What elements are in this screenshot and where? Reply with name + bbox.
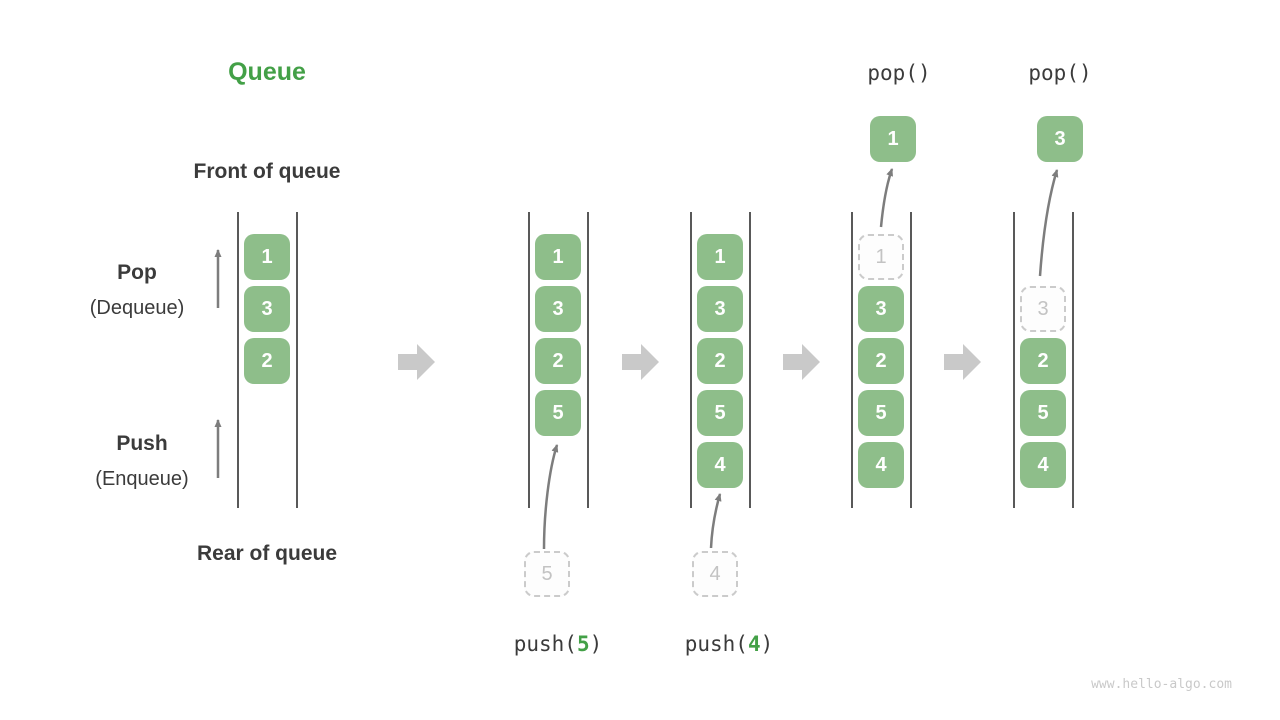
transition-arrow-2 [622,344,659,380]
pop-3-label: pop() [1028,61,1092,85]
queue-stage-4: 1 3 2 5 4 [851,212,912,508]
queue-item: 2 [1020,338,1066,384]
queue-item: 5 [697,390,743,436]
push-4-arg: 4 [747,632,761,656]
pop-1-label: pop() [867,61,931,85]
transition-arrow-4 [944,344,981,380]
push-label: Push [116,432,168,455]
popped-item-1: 1 [870,116,916,162]
pending-item-4: 4 [692,551,738,597]
queue-item: 5 [858,390,904,436]
push-5-close: ) [589,632,603,656]
push-4-fn: push( [684,632,748,656]
transition-arrow-3 [783,344,820,380]
removed-item-ghost: 3 [1020,286,1066,332]
enqueue-label: (Enqueue) [95,468,189,490]
push-5-fn: push( [513,632,577,656]
pop-label: Pop [117,261,157,284]
queue-stage-3: 1 3 2 5 4 [690,212,751,508]
queue-item: 5 [535,390,581,436]
queue-item: 1 [244,234,290,280]
queue-stage-2: 1 3 2 5 [528,212,589,508]
queue-item: 1 [697,234,743,280]
watermark: www.hello-algo.com [1091,677,1232,692]
queue-stage-5: 3 2 5 4 [1013,212,1074,508]
queue-item: 4 [858,442,904,488]
queue-item: 2 [535,338,581,384]
push-5-label: push(5) [514,632,603,656]
queue-item: 2 [858,338,904,384]
queue-item: 3 [535,286,581,332]
diagram-title: Queue [228,58,306,86]
queue-item: 5 [1020,390,1066,436]
push-4-close: ) [760,632,774,656]
popped-item-3: 3 [1037,116,1083,162]
front-of-queue-label: Front of queue [193,160,341,183]
pending-item-5: 5 [524,551,570,597]
queue-item: 3 [858,286,904,332]
removed-item-ghost: 1 [858,234,904,280]
queue-item: 3 [244,286,290,332]
transition-arrow-1 [398,344,435,380]
queue-item: 3 [697,286,743,332]
dequeue-label: (Dequeue) [89,297,185,319]
queue-item: 1 [535,234,581,280]
push-4-label: push(4) [685,632,774,656]
queue-item: 2 [244,338,290,384]
queue-stage-1: 1 3 2 [237,212,298,508]
rear-of-queue-label: Rear of queue [196,542,338,565]
queue-item: 4 [697,442,743,488]
queue-item: 2 [697,338,743,384]
push-5-arg: 5 [576,632,590,656]
queue-item: 4 [1020,442,1066,488]
